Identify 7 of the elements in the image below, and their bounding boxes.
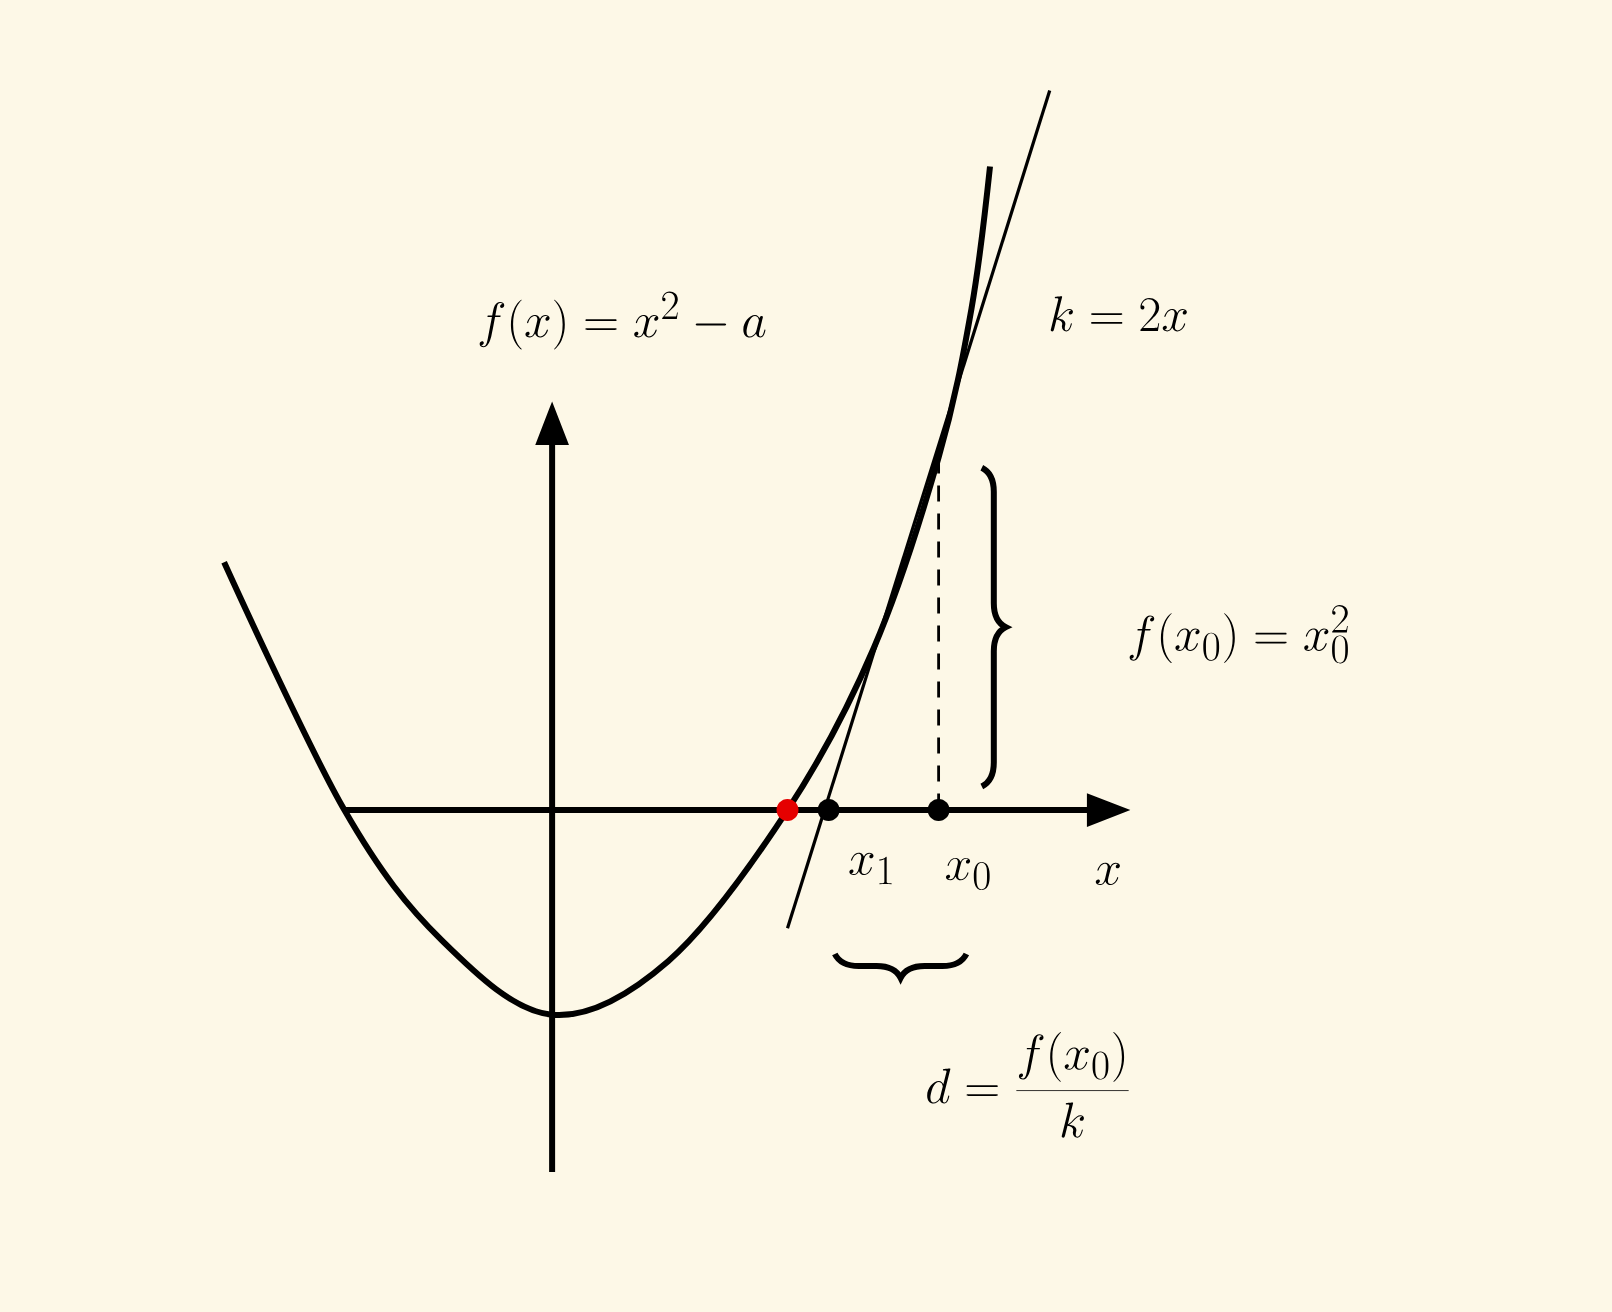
math-label: $f(x_{0}) = x_{0}^{2}$ (1129, 605, 1348, 664)
math-label: $d = \frac{f(x_{0})}{k}$ (927, 1032, 1129, 1138)
math-label: $x$ (1095, 862, 1120, 886)
math-label: $x_{1}$ (849, 852, 892, 885)
math-label: $f(x) = x^{2} - a$ (479, 291, 766, 350)
math-label: $x_{0}$ (945, 857, 990, 891)
math-label: $k = 2x$ (1050, 296, 1187, 332)
